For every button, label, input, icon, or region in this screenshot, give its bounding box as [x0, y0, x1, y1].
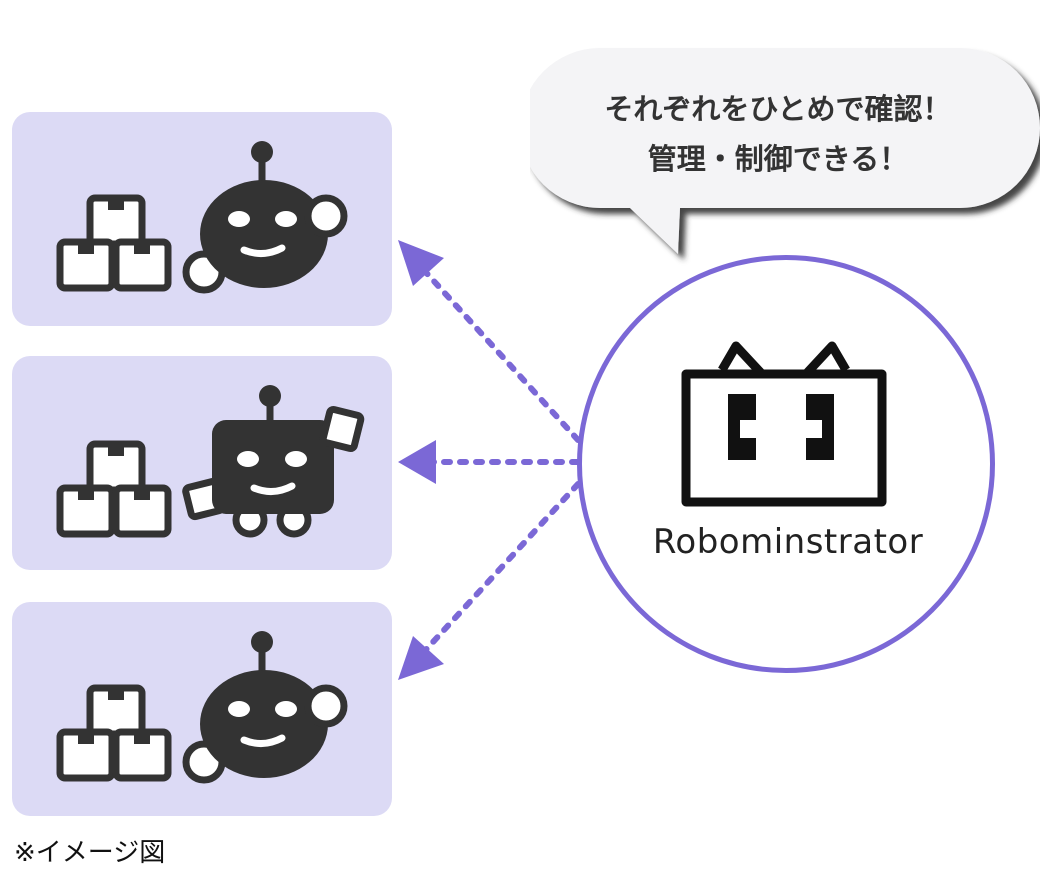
- panel-2-illustration: [56, 385, 365, 538]
- robot-panel-2: [12, 356, 392, 570]
- arrow-line-top: [419, 265, 581, 443]
- panel-1-illustration: [56, 141, 348, 294]
- round-robot-icon: [182, 631, 348, 784]
- boxes-icon: [56, 684, 172, 782]
- square-robot-icon: [182, 385, 365, 538]
- speech-bubble: [530, 48, 1040, 254]
- arrow-head-middle: [398, 440, 436, 484]
- boxes-icon: [56, 440, 172, 538]
- hub-circle: [577, 255, 995, 673]
- arrow-head-bottom: [398, 636, 444, 680]
- arrow-head-top: [398, 240, 444, 286]
- footnote: ※イメージ図: [14, 838, 166, 868]
- boxes-icon: [56, 194, 172, 292]
- bubble-message: それぞれをひとめで確認！ 管理・制御できる！: [540, 84, 1016, 184]
- robot-panel-3: [12, 602, 392, 816]
- robot-panel-1: [12, 112, 392, 326]
- bubble-line-2: 管理・制御できる！: [647, 142, 909, 176]
- robominstrator-logo-icon: [681, 341, 887, 507]
- bubble-line-1: それぞれをひとめで確認！: [604, 92, 952, 126]
- round-robot-icon: [182, 141, 348, 294]
- hub-title: Robominstrator: [652, 522, 924, 562]
- arrow-line-bottom: [419, 481, 581, 657]
- panel-3-illustration: [56, 631, 348, 784]
